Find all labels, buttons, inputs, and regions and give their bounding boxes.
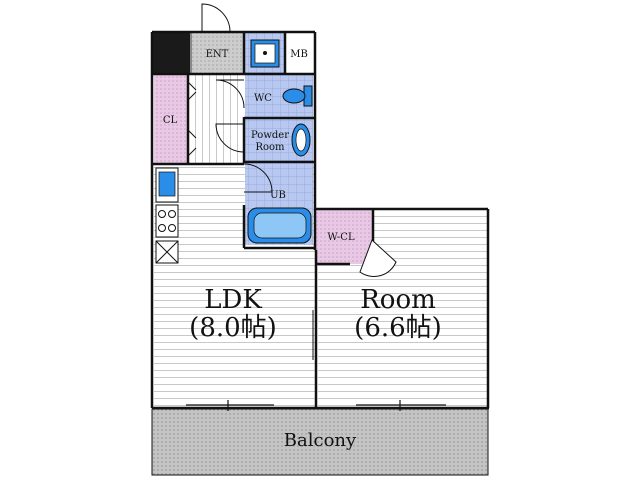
label-mb: MB [290,49,308,60]
balcony-floor [151,408,489,476]
label-room-name: Room [360,285,436,315]
balcony-sliders [186,400,446,411]
burner-icon [168,224,176,232]
label-powder-1: Powder [251,130,289,141]
shoe-cabinet [152,33,190,73]
burner-icon [158,210,166,218]
doors [187,3,397,277]
label-powder-2: Room [255,142,285,153]
label-ldk-size: (8.0帖) [189,313,277,343]
hallway-floor [188,73,244,165]
label-ldk-name: LDK [204,285,262,315]
label-cl: CL [163,115,178,126]
toilet-icon [282,88,306,104]
label-ub: UB [270,190,286,201]
entry-floor [192,33,243,73]
walk-in-closet [316,210,372,264]
washing-pan-drain [263,51,267,55]
label-ent: ENT [206,49,229,60]
closet-cl [154,75,187,163]
label-wcl: W-CL [327,232,355,243]
burner-icon [168,210,176,218]
kitchen-sink-basin [158,171,176,197]
label-wc: WC [254,93,272,104]
mb-area [286,33,313,73]
walls [150,30,490,410]
burner-icon [158,224,166,232]
label-balcony: Balcony [284,430,357,451]
stove-icon [155,204,179,238]
bathtub-inner [253,212,307,239]
label-room-size: (6.6帖) [354,313,442,343]
fridge-space-cross [155,240,179,264]
washbasin-inner [295,128,307,152]
